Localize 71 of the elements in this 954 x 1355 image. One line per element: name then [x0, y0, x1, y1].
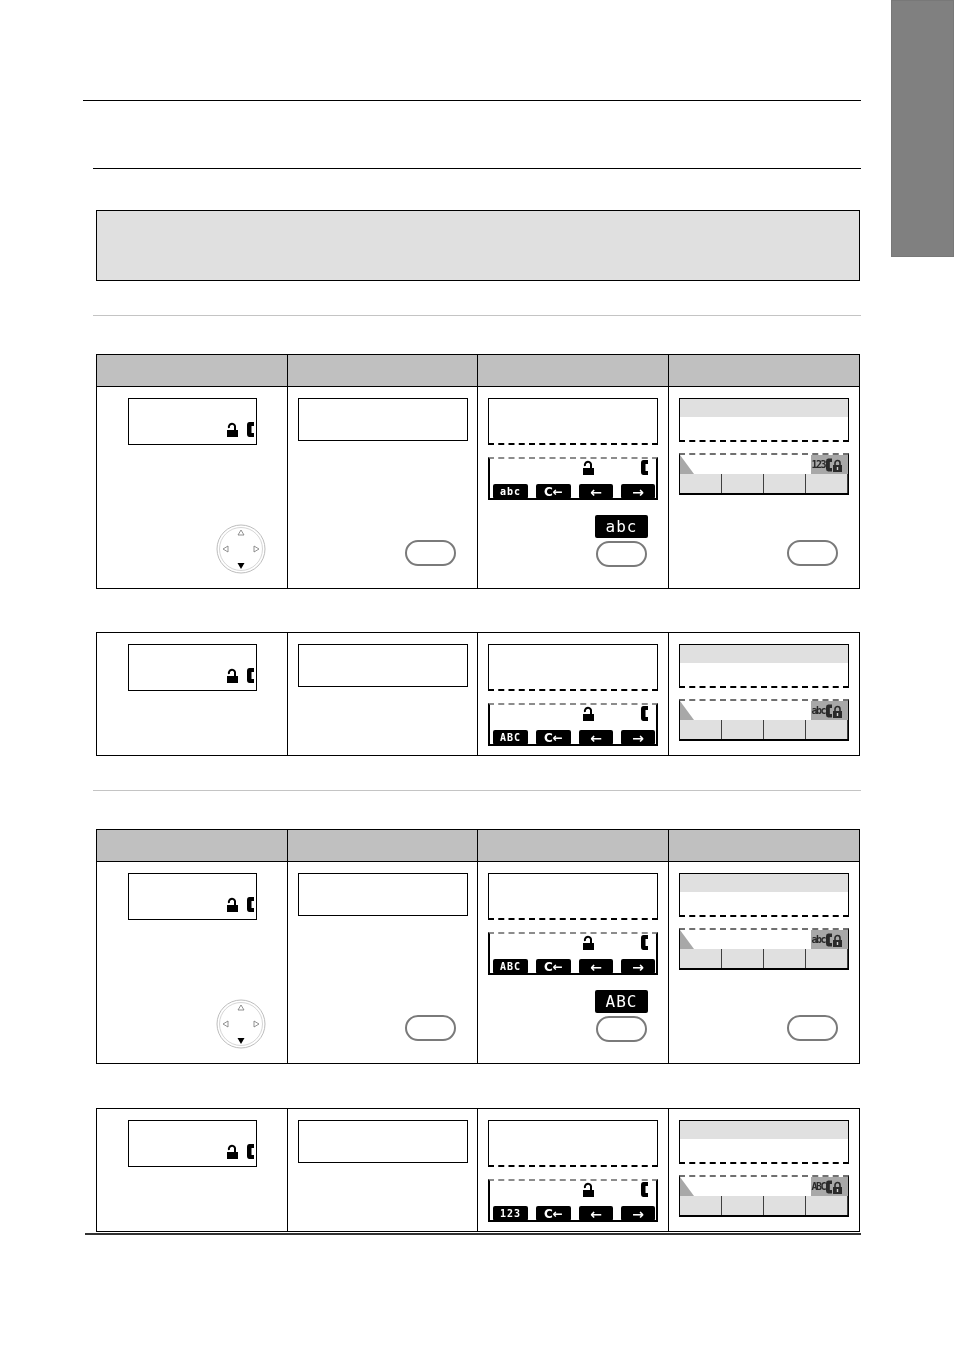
display-status-panel [678, 928, 849, 970]
display-screen [488, 873, 658, 920]
softkey: ABC [493, 959, 528, 974]
display-screen [678, 1120, 849, 1164]
softkey-slot [805, 720, 848, 739]
display-screen [678, 644, 849, 688]
softkey-slot [763, 949, 806, 968]
softkey: → [621, 484, 655, 499]
display-screen [128, 1120, 257, 1167]
softkey: → [621, 1206, 655, 1221]
input-mode-label: 123 [811, 460, 826, 470]
key-label: ABC [595, 990, 648, 1013]
display-title-bar [679, 645, 848, 663]
display-status-panel [678, 453, 849, 495]
softkey: C← [536, 484, 571, 499]
display-title-bar [679, 874, 848, 892]
display-screen [297, 644, 468, 687]
softkey-slot [679, 474, 722, 493]
softkey: C← [536, 1206, 571, 1221]
softkey-slot [721, 1196, 764, 1215]
softkey: → [621, 730, 655, 745]
softkey-slot [763, 720, 806, 739]
softkey-slot [805, 949, 848, 968]
softkey-slot [679, 720, 722, 739]
status-indicator [810, 701, 848, 721]
display-title-bar [679, 399, 848, 417]
side-tab [891, 0, 954, 257]
softkey: ← [579, 484, 613, 499]
display-screen [488, 398, 658, 445]
display-screen [678, 873, 849, 917]
softkey-bar [488, 932, 658, 975]
display-status-panel [678, 1175, 849, 1217]
status-indicator [810, 455, 848, 475]
display-status-panel [678, 699, 849, 741]
status-indicator [810, 930, 848, 950]
display-screen [128, 644, 257, 691]
softkey-slot [805, 1196, 848, 1215]
status-indicator [810, 1177, 848, 1197]
softkey-bar [488, 703, 658, 746]
softkey-bar [488, 457, 658, 500]
display-screen [297, 873, 468, 916]
display-screen [488, 1120, 658, 1167]
display-screen [297, 1120, 468, 1163]
softkey-slot [763, 474, 806, 493]
softkey-slot [679, 949, 722, 968]
softkey-slot [805, 474, 848, 493]
softkey-slot [721, 949, 764, 968]
input-mode-label: abc [811, 935, 826, 945]
input-mode-label: abc [811, 706, 826, 716]
display-screen [128, 398, 257, 445]
softkey-slot [721, 474, 764, 493]
display-screen [678, 398, 849, 442]
softkey: → [621, 959, 655, 974]
softkey: C← [536, 959, 571, 974]
softkey: ABC [493, 730, 528, 745]
display-title-bar [679, 1121, 848, 1139]
softkey-bar [488, 1179, 658, 1222]
softkey: ← [579, 730, 613, 745]
softkey-slot [763, 1196, 806, 1215]
softkey: ← [579, 1206, 613, 1221]
softkey-slot [721, 720, 764, 739]
display-screen [488, 644, 658, 691]
key-label: abc [595, 515, 648, 538]
display-screen [128, 873, 257, 920]
input-mode-label: ABC [811, 1182, 826, 1192]
softkey: C← [536, 730, 571, 745]
softkey-slot [679, 1196, 722, 1215]
display-screen [297, 398, 468, 441]
softkey: abc [493, 484, 528, 499]
softkey: 123 [493, 1206, 528, 1221]
softkey: ← [579, 959, 613, 974]
